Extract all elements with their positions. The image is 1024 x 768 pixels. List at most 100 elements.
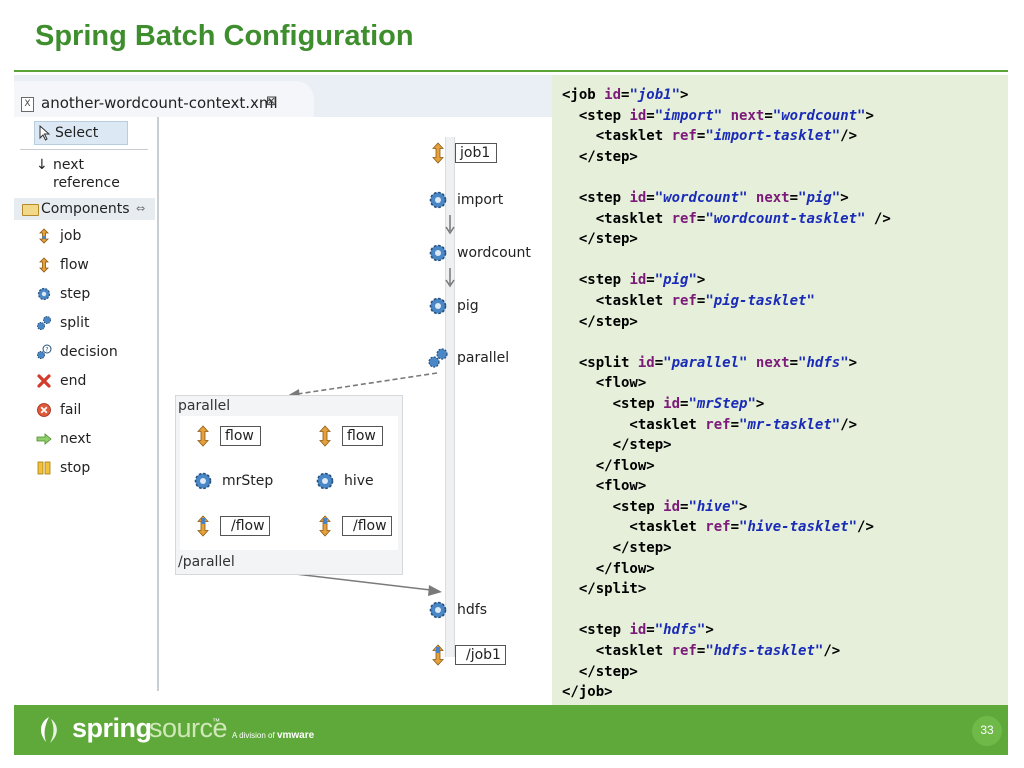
xml-attribute: ref [671, 643, 697, 660]
xml-attribute: id [629, 107, 647, 124]
xml-markup: </step> [562, 313, 638, 330]
xml-markup: = [696, 643, 706, 660]
xml-markup: <step [562, 622, 630, 639]
brand-spring: spring [72, 713, 152, 743]
xml-markup: > [848, 354, 858, 371]
xml-markup: <tasklet [562, 643, 672, 660]
xml-markup: <split [562, 354, 638, 371]
job-start-tag: job1 [455, 143, 498, 163]
palette-components-drawer[interactable]: Components ⇔ [14, 198, 155, 220]
code-line: </step> [562, 149, 638, 165]
xml-markup: = [696, 292, 706, 309]
down-arrow-icon [445, 215, 455, 235]
flow-icon [39, 257, 49, 273]
xml-markup: /> [823, 643, 841, 660]
end-x-icon [37, 374, 51, 388]
step-gear-icon [429, 244, 447, 262]
xml-markup: > [755, 395, 765, 412]
xml-markup: = [696, 210, 706, 227]
xml-markup: /> [857, 519, 874, 536]
xml-markup: > [696, 272, 706, 289]
xml-attribute: ref [705, 519, 731, 536]
palette-item-fail[interactable]: fail [14, 399, 154, 421]
pin-icon[interactable]: ⇔ [136, 202, 146, 215]
flow-start-tag: flow [342, 426, 383, 446]
xml-attribute: ref [671, 210, 697, 227]
step-gear-icon [429, 601, 447, 619]
xml-markup: /> [840, 416, 858, 433]
xml-markup: = [646, 272, 655, 289]
xml-attribute-value: "pig" [654, 272, 697, 289]
xml-markup: > [705, 622, 714, 639]
code-line: </step> [562, 231, 638, 247]
step-gear-icon [194, 472, 212, 490]
step-label-pig: pig [457, 298, 479, 314]
step-label-hive: hive [344, 473, 374, 489]
palette-item-label: end [60, 373, 87, 389]
xml-attribute: ref [705, 416, 731, 433]
code-line: <tasklet ref="hdfs-tasklet"/> [562, 643, 840, 659]
xml-attribute-value: "hdfs-tasklet" [705, 643, 824, 660]
xml-attribute-value: "hdfs" [798, 354, 849, 371]
xml-markup: <step [562, 272, 630, 289]
code-line: <tasklet ref="mr-tasklet"/> [562, 417, 857, 433]
xml-markup: </step> [562, 148, 638, 165]
xml-markup: = [646, 189, 655, 206]
flow-icon [197, 425, 209, 447]
palette-item-step[interactable]: step [14, 283, 154, 305]
xml-markup: > [739, 498, 748, 515]
xml-attribute-value: "hive" [688, 498, 740, 515]
xml-attribute: id [663, 498, 681, 515]
page-number-badge: 33 [972, 716, 1002, 746]
xml-markup: = [696, 128, 706, 145]
code-line: </flow> [562, 458, 655, 474]
palette-select-tool[interactable]: Select [34, 121, 128, 145]
palette-item-next[interactable]: next [14, 428, 154, 450]
palette-item-split[interactable]: split [14, 312, 154, 334]
split-container-parallel[interactable]: parallel flow mrStep /flow f [175, 395, 403, 575]
diagram-canvas[interactable]: job1 import wordcount pig parallel [159, 117, 552, 691]
slide-footer: spring source ™ A division of vmware 33 [14, 705, 1008, 755]
xml-markup: <step [562, 107, 630, 124]
flow-end-tag: /flow [220, 516, 270, 536]
step-label-import: import [457, 192, 504, 208]
xml-markup: = [730, 416, 740, 433]
palette-item-decision[interactable]: ? decision [14, 341, 154, 363]
palette-item-label: step [60, 286, 91, 302]
xml-markup [722, 108, 730, 124]
svg-text:?: ? [45, 347, 48, 354]
split-icon [428, 348, 448, 368]
xml-attribute-value: "mrStep" [688, 395, 756, 412]
brand-trademark: ™ [212, 717, 220, 726]
xml-attribute-value: "wordcount-tasklet" [705, 210, 866, 227]
flow-start-tag: flow [220, 426, 261, 446]
xml-markup [747, 190, 755, 206]
xml-markup: = [730, 519, 740, 536]
code-line: </step> [562, 437, 672, 453]
xml-attribute: id [629, 189, 647, 206]
flow-icon [319, 425, 331, 447]
palette-item-label: next [60, 431, 92, 447]
xml-markup: <flow> [562, 478, 647, 495]
palette-item-stop[interactable]: stop [14, 457, 154, 479]
next-arrow-icon [36, 433, 52, 445]
xml-markup: <tasklet [562, 210, 672, 227]
split-label-parallel: parallel [457, 350, 510, 366]
close-tab-icon[interactable]: ⊠ [266, 94, 277, 109]
palette-item-end[interactable]: end [14, 370, 154, 392]
flow-end-icon [197, 515, 209, 537]
brand-vmware: vmware [276, 730, 315, 741]
xml-code-panel: <job id="job1"> <step id="import" next="… [552, 75, 1008, 707]
editor-tab[interactable]: X another-wordcount-context.xml ⊠ [14, 81, 314, 117]
xml-markup: = [680, 395, 689, 412]
palette-item-flow[interactable]: flow [14, 254, 154, 276]
xml-attribute-value: "wordcount" [654, 189, 748, 206]
down-arrow-icon: ↓ [36, 157, 48, 173]
xml-markup: = [646, 107, 655, 124]
xml-markup: = [764, 107, 773, 124]
xml-file-icon: X [21, 97, 34, 112]
xml-markup: /> [840, 128, 858, 145]
palette-item-job[interactable]: job [14, 225, 154, 247]
xml-code-listing: <job id="job1"> <step id="import" next="… [562, 85, 891, 703]
xml-markup: </flow> [562, 560, 655, 577]
